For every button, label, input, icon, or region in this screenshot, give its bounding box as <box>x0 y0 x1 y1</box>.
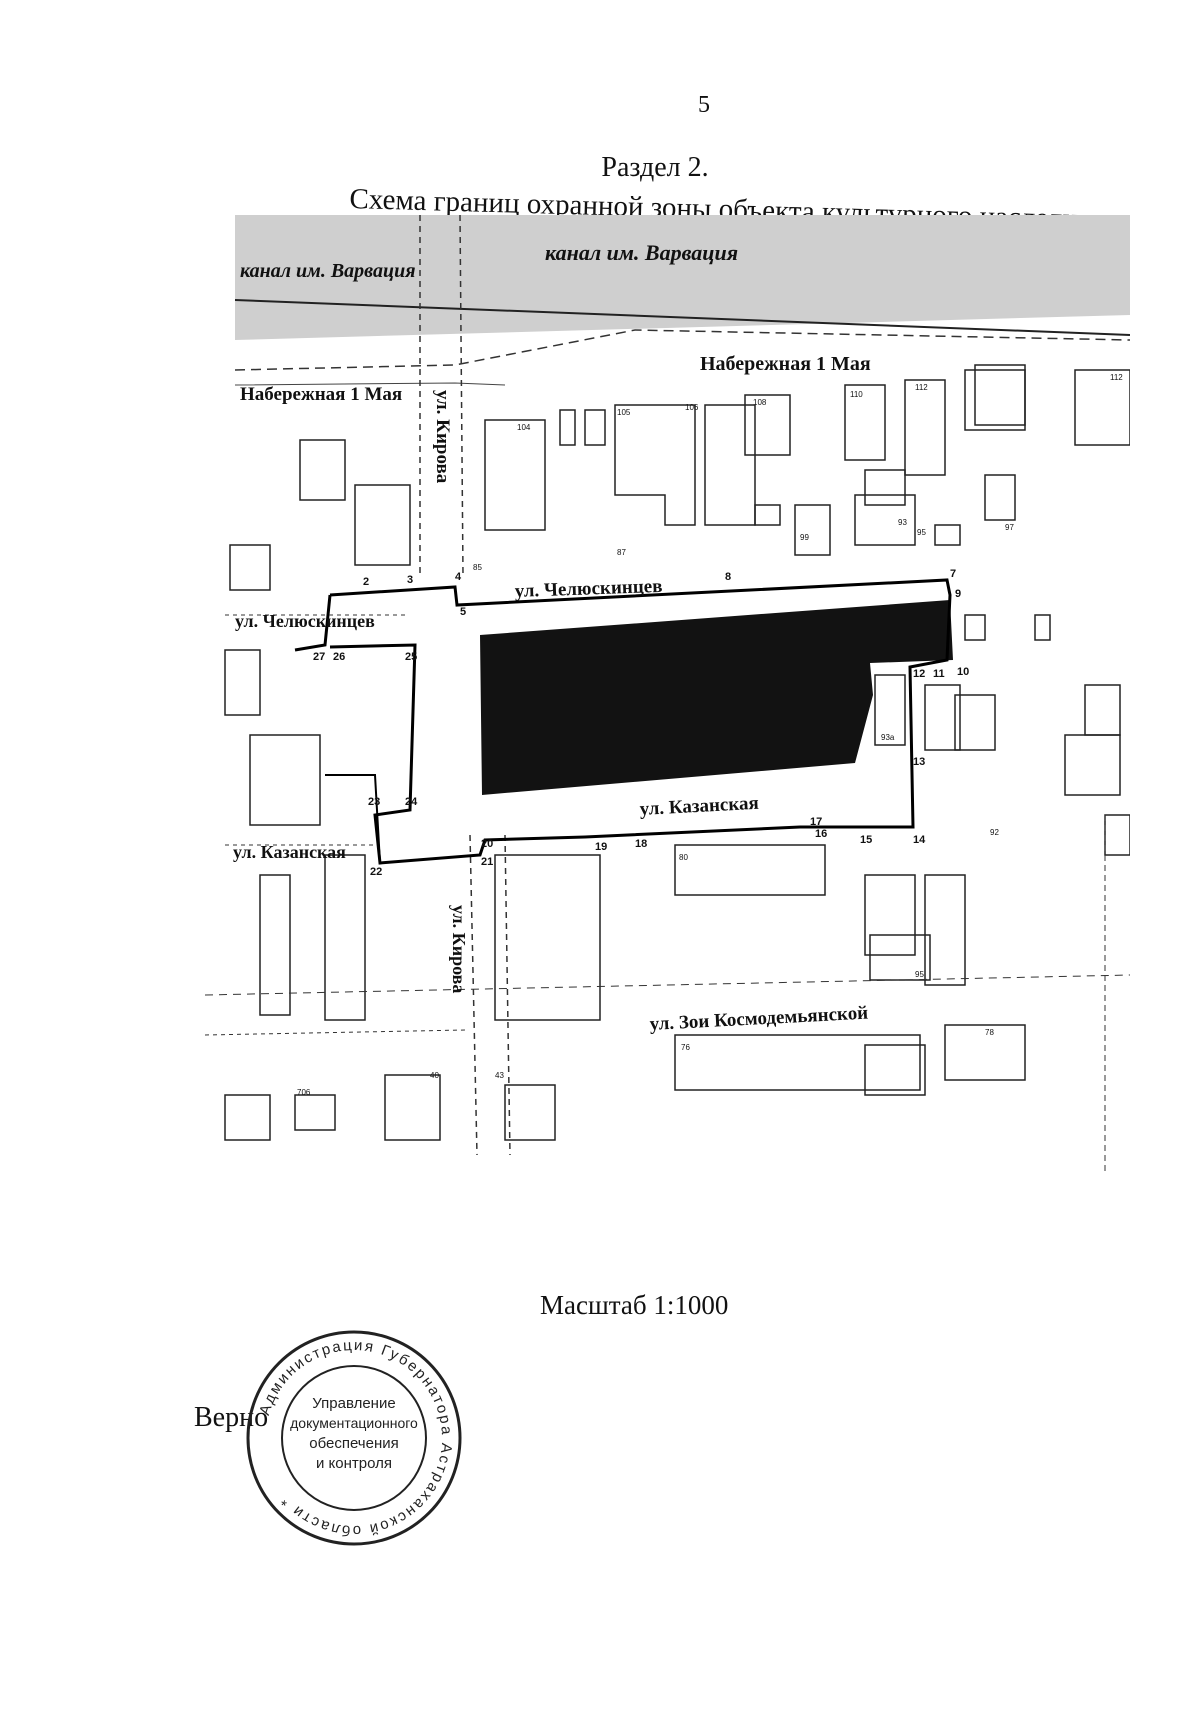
svg-text:10: 10 <box>957 666 969 678</box>
label-chelyuskintsev-left: ул. Челюскинцев <box>235 611 375 631</box>
label-canal-left: канал им. Варвация <box>240 260 416 282</box>
svg-text:78: 78 <box>985 1028 994 1037</box>
map-texture <box>205 614 1130 1175</box>
svg-text:26: 26 <box>333 651 345 663</box>
svg-text:25: 25 <box>405 651 417 663</box>
label-kosmodemyanskoy: ул. Зои Космодемьянской <box>649 1003 869 1035</box>
label-embankment-left: Набережная 1 Мая <box>240 384 402 405</box>
buildings-upper <box>224 364 1130 716</box>
svg-text:93: 93 <box>898 518 907 527</box>
svg-text:85: 85 <box>473 563 482 572</box>
svg-text:40: 40 <box>430 1071 439 1080</box>
label-chelyuskintsev-right: ул. Челюскинцев <box>514 576 662 602</box>
buildings-lower <box>224 614 1130 1141</box>
svg-text:92: 92 <box>990 828 999 837</box>
svg-text:95: 95 <box>915 970 924 979</box>
svg-text:97: 97 <box>1005 523 1014 532</box>
svg-text:14: 14 <box>913 834 926 846</box>
label-kazanskaya-right: ул. Казанская <box>639 793 759 820</box>
svg-text:19: 19 <box>595 841 607 853</box>
svg-text:15: 15 <box>860 834 872 846</box>
svg-text:706: 706 <box>297 1088 311 1097</box>
seal-line-3: обеспечения <box>309 1435 399 1452</box>
seal-line-2: документационного <box>290 1415 418 1431</box>
canal-edge <box>234 299 1130 336</box>
svg-text:93а: 93а <box>881 733 895 742</box>
svg-text:12: 12 <box>913 668 925 680</box>
svg-text:104: 104 <box>517 423 531 432</box>
svg-text:16: 16 <box>815 828 827 840</box>
svg-text:8: 8 <box>725 571 731 583</box>
svg-text:110: 110 <box>850 390 863 399</box>
label-kazanskaya-left: ул. Казанская <box>233 842 346 862</box>
svg-text:87: 87 <box>617 548 626 557</box>
svg-text:106: 106 <box>685 403 699 412</box>
verno-label: Верно <box>194 1402 269 1433</box>
svg-text:105: 105 <box>617 408 631 417</box>
svg-text:112: 112 <box>915 383 928 392</box>
svg-text:20: 20 <box>481 838 493 850</box>
svg-text:99: 99 <box>800 533 809 542</box>
map-svg: канал им. Варвация канал им. Варвация На… <box>205 215 1130 1175</box>
svg-text:108: 108 <box>753 398 767 407</box>
svg-text:2: 2 <box>363 576 369 588</box>
svg-text:11: 11 <box>933 668 945 680</box>
svg-text:13: 13 <box>913 756 925 768</box>
svg-text:24: 24 <box>405 796 418 808</box>
label-kirova: ул. Кирова <box>432 390 453 484</box>
official-seal: Администрация Губернатора Астраханской о… <box>246 1330 462 1546</box>
svg-text:5: 5 <box>460 606 466 618</box>
svg-text:7: 7 <box>950 568 956 580</box>
svg-text:95: 95 <box>917 528 926 537</box>
svg-text:4: 4 <box>455 571 462 583</box>
protection-zone-boundary <box>329 578 952 865</box>
label-kirova-lower: ул. Кирова <box>449 905 469 993</box>
svg-text:112: 112 <box>1110 373 1123 382</box>
svg-text:27: 27 <box>313 651 325 663</box>
svg-text:80: 80 <box>679 853 688 862</box>
boundary-map: канал им. Варвация канал им. Варвация На… <box>205 215 1130 1275</box>
scale-label: Масштаб 1:1000 <box>540 1290 729 1320</box>
label-canal-right: канал им. Варвация <box>545 240 738 265</box>
svg-text:21: 21 <box>481 856 493 868</box>
svg-text:76: 76 <box>681 1043 690 1052</box>
label-embankment-top: Набережная 1 Мая <box>700 353 871 375</box>
svg-text:18: 18 <box>635 838 647 850</box>
seal-line-1: Управление <box>312 1395 395 1412</box>
svg-text:3: 3 <box>407 574 413 586</box>
seal-line-4: и контроля <box>316 1455 392 1472</box>
page-number: 5 <box>698 92 710 118</box>
svg-text:23: 23 <box>368 796 380 808</box>
svg-text:9: 9 <box>955 588 961 600</box>
svg-text:22: 22 <box>370 866 382 878</box>
svg-text:17: 17 <box>810 816 822 828</box>
section-title: Раздел 2. <box>601 152 709 183</box>
monument-zone <box>480 600 953 795</box>
svg-text:43: 43 <box>495 1071 504 1080</box>
